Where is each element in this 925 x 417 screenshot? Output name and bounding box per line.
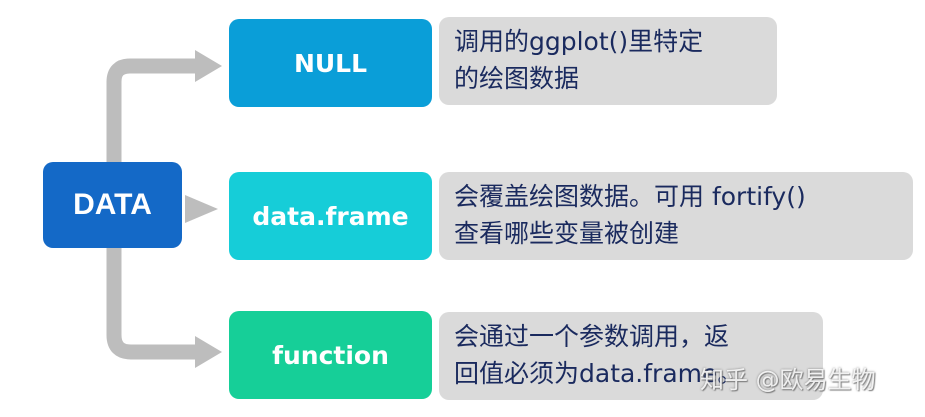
- option-function-label: function: [272, 340, 389, 370]
- arrow-to-null-shaft: [106, 58, 196, 162]
- description-line: 回值必须为data.frame。: [454, 359, 743, 388]
- arrow-to-null-head: [195, 50, 222, 82]
- arrow-to-function-shaft: [106, 248, 196, 360]
- option-null-box: NULL: [229, 19, 432, 107]
- description-line: 会覆盖绘图数据。可用 fortify(): [454, 182, 806, 211]
- option-dataframe-label: data.frame: [252, 201, 409, 231]
- description-line: 调用的ggplot()里特定: [454, 27, 704, 56]
- watermark: 知乎 @欧易生物: [700, 366, 876, 394]
- description-line: 的绘图数据: [454, 64, 580, 93]
- data-root-label: DATA: [73, 188, 152, 221]
- description-line: 查看哪些变量被创建: [454, 219, 680, 248]
- option-dataframe-description: 会覆盖绘图数据。可用 fortify() 查看哪些变量被创建: [439, 172, 913, 260]
- option-function-description: 会通过一个参数调用，返 回值必须为data.frame。: [439, 312, 823, 400]
- option-function-box: function: [229, 311, 432, 399]
- arrow-to-dataframe-head: [185, 195, 218, 223]
- option-dataframe-box: data.frame: [229, 172, 432, 260]
- description-line: 会通过一个参数调用，返: [454, 322, 730, 351]
- arrow-to-function-head: [195, 336, 222, 368]
- option-null-label: NULL: [293, 48, 368, 78]
- data-root-box: DATA: [43, 162, 182, 248]
- option-null-description: 调用的ggplot()里特定 的绘图数据: [439, 17, 777, 105]
